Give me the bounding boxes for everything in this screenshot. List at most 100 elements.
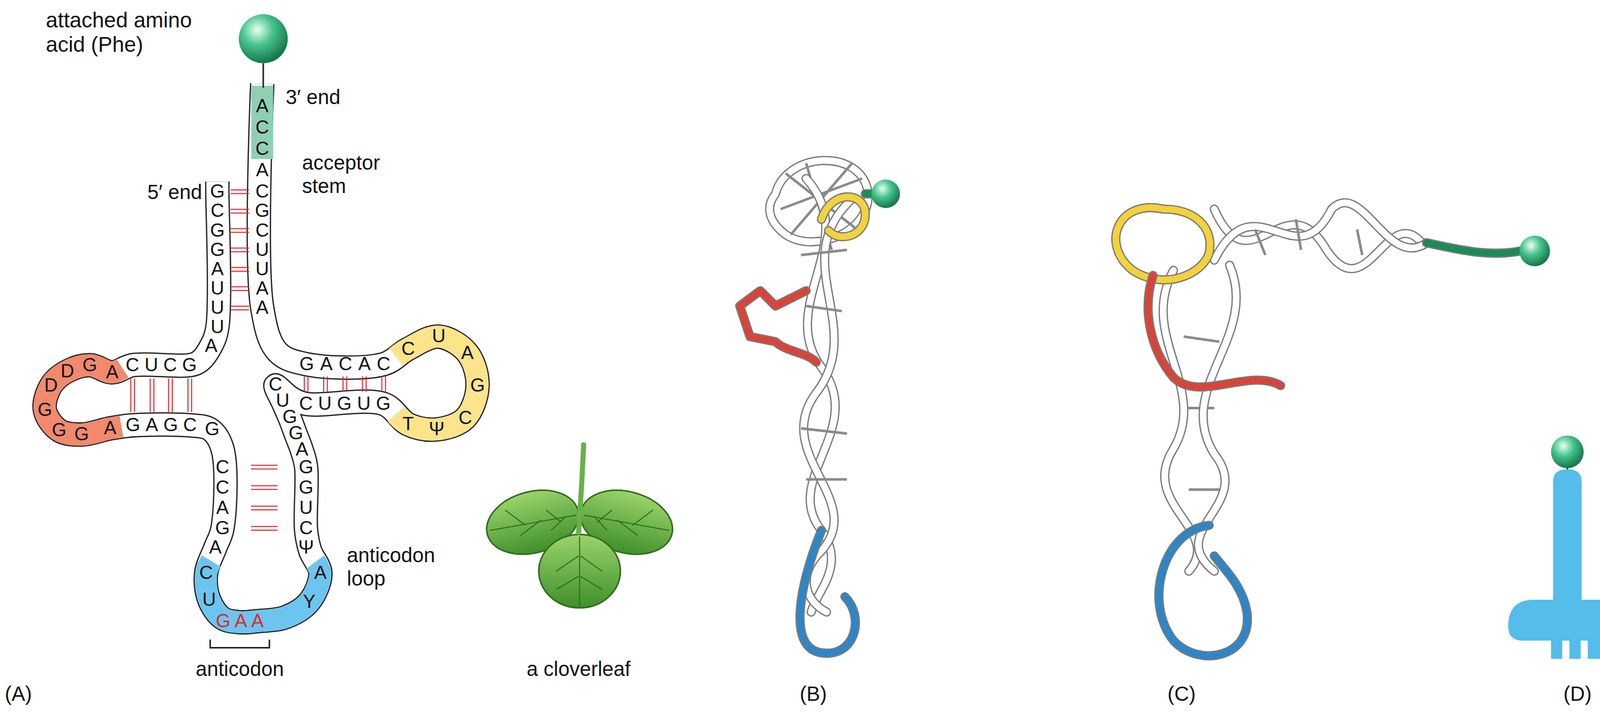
trna-3d-front-part: [1148, 275, 1281, 388]
spacer: [234, 487, 252, 489]
nucleotide-letter: C: [458, 407, 473, 430]
text-label: acceptor stem: [301, 150, 419, 198]
nucleotide-letter: U: [299, 497, 313, 520]
trna-3d-side-part: [821, 197, 866, 238]
trna-3d-side-part: [821, 197, 866, 238]
base-pair-line: [230, 193, 249, 195]
panel-letter: (A): [4, 682, 32, 706]
nucleotide-row: GAGC: [120, 414, 203, 437]
spacer: [234, 507, 252, 509]
base-pair-line: [230, 305, 249, 307]
nucleotide-letter: U: [255, 239, 270, 262]
spacer: [234, 527, 252, 529]
base-pair-line: [251, 489, 278, 491]
trna-icon-part: [1508, 469, 1600, 660]
base-pair-line: [230, 212, 249, 214]
base-pair-line: [230, 208, 249, 210]
nucleotide-letter: C: [215, 456, 230, 479]
nucleotide-letter: G: [204, 418, 220, 441]
trna-3d-side-part: [739, 290, 817, 363]
nucleotide-letter: U: [210, 277, 225, 300]
base-pair-line: [230, 309, 249, 311]
base-pair-line: [187, 378, 189, 413]
trna-3d-side-part: [801, 249, 847, 480]
nucleotide-letter: C: [255, 116, 270, 139]
trna-3d-front-part: [1426, 242, 1521, 254]
base-pair-line: [230, 267, 249, 269]
trna-3d-side-part: [739, 290, 817, 363]
base-pair-line: [342, 376, 344, 392]
base-pair-line: [230, 232, 249, 234]
base-pair-line: [149, 378, 151, 413]
base-pair-line: [361, 376, 363, 392]
nucleotide-letter: C: [268, 373, 283, 396]
base-pair-line: [130, 378, 132, 413]
text-label: 5′ end: [147, 180, 203, 204]
nucleotide-letter: A: [208, 537, 222, 559]
nucleotide-letter: A: [256, 297, 269, 320]
nucleotide-letter: C: [199, 562, 213, 585]
nucleotide-letter: A: [256, 95, 269, 118]
nucleotide-letter: C: [215, 477, 230, 499]
base-pair-line: [191, 378, 193, 413]
base-pair-line: [251, 526, 278, 528]
trna-3d-front-part: [1519, 235, 1550, 267]
nucleotide-letter: Ψ: [428, 418, 445, 441]
nucleotide-letter: Ψ: [298, 537, 315, 559]
base-pair-line: [230, 228, 249, 230]
amino-acid-link: [262, 63, 265, 88]
nucleotide-letter: D: [60, 360, 75, 383]
nucleotide-letter: A: [460, 342, 474, 365]
base-pair-line: [251, 506, 278, 508]
nucleotide-letter: G: [209, 220, 225, 242]
cloverleaf-icon-part: [583, 510, 670, 536]
cloverleaf-icon-part: [578, 445, 584, 533]
nucleotide-letter: A: [256, 159, 269, 182]
nucleotide-letter: C: [255, 138, 270, 161]
trna-3d-front: [1115, 202, 1551, 656]
base-pair-line: [230, 251, 249, 253]
nucleotide-letter: A: [104, 417, 117, 440]
cloverleaf-icon-part: [556, 537, 603, 608]
nucleotide-row: CUGUG: [293, 393, 396, 416]
backbone-fill: [44, 83, 478, 623]
base-pair-line: [307, 376, 309, 392]
nucleotide-letter: A: [256, 277, 269, 300]
trna-cloverleaf: [44, 83, 478, 623]
trna-3d-front-part: [1214, 202, 1427, 261]
trna-icon: [1508, 435, 1600, 660]
nucleotide-letter: A: [210, 258, 224, 281]
text-label: anticodon: [195, 657, 284, 681]
trna-3d-front-part: [1158, 525, 1248, 656]
base-pair-line: [381, 376, 383, 392]
base-pair-line: [251, 485, 278, 487]
panel-letter: (C): [1167, 682, 1197, 706]
nucleotide-letter: G: [255, 200, 270, 223]
backbone-outline: [44, 83, 478, 623]
nucleotide-letter: G: [469, 374, 485, 397]
nucleotide-letter: G: [214, 517, 230, 540]
trna-3d-side-part: [871, 179, 900, 209]
nucleotide-letter: T: [402, 413, 415, 436]
panel-letter: (B): [799, 682, 827, 706]
nucleotide-letter: U: [202, 589, 216, 612]
base-pair-line: [230, 270, 249, 272]
nucleotide-letter: G: [37, 399, 53, 422]
base-pair-line: [365, 376, 367, 392]
base-pair-line: [230, 247, 249, 249]
nucleotide-letter: U: [210, 297, 225, 320]
trna-3d-side-part: [800, 530, 856, 654]
nucleotide-letter: C: [210, 200, 225, 223]
base-pair-line: [251, 509, 278, 511]
base-pair-line: [230, 290, 249, 292]
nucleotide-letter: G: [298, 477, 314, 499]
base-pair-line: [168, 378, 170, 413]
trna-3d-front-part: [1115, 207, 1210, 280]
base-pair-line: [230, 286, 249, 288]
nucleotide-letter: G: [74, 423, 89, 446]
nucleotide-letter: G: [209, 239, 225, 262]
base-pair-line: [346, 376, 348, 392]
nucleotide-letter: C: [401, 338, 416, 361]
base-pair-line: [251, 529, 278, 531]
